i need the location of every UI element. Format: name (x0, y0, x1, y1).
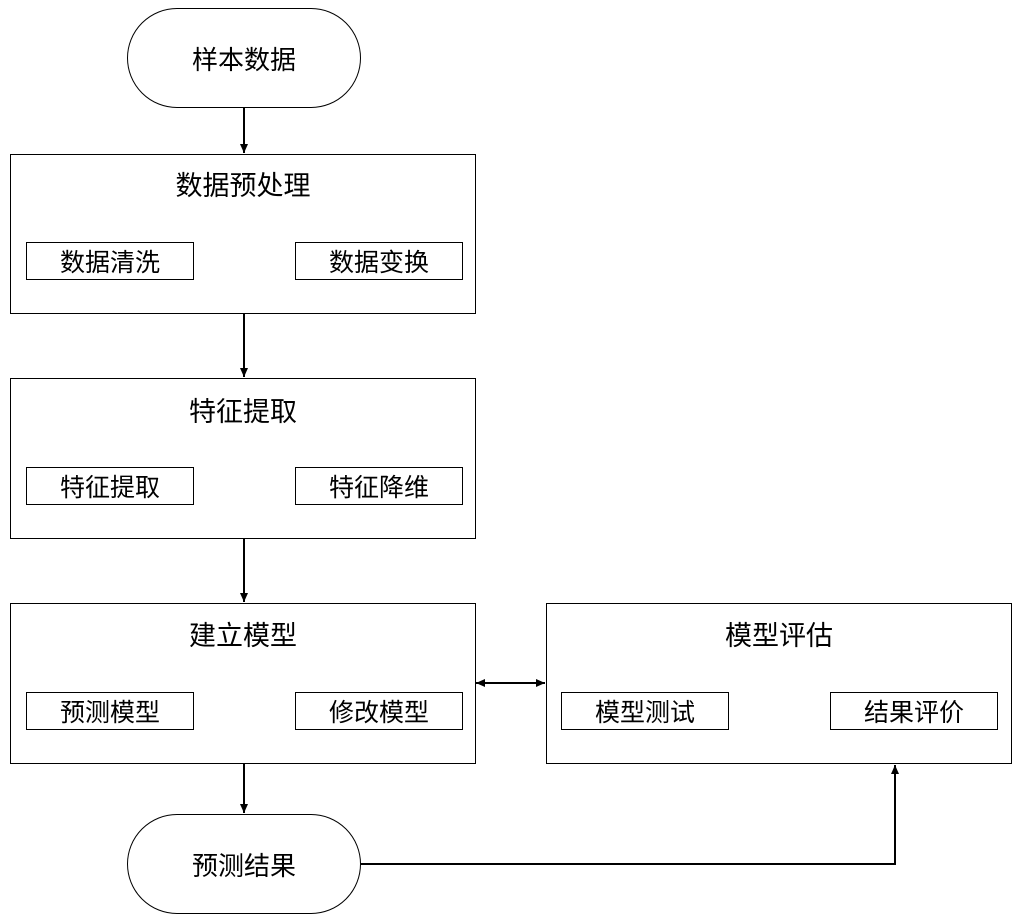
step-dimensionality-reduction: 特征降维 (295, 467, 463, 505)
arrow-end-to-evaluation (361, 765, 899, 865)
step-result-evaluation: 结果评价 (830, 692, 998, 730)
start-node-label: 样本数据 (191, 45, 296, 76)
evaluation-stage: 模型评估 模型测试 结果评价 (546, 603, 1012, 764)
step-feature-extraction: 特征提取 (26, 467, 194, 505)
preprocess-stage: 数据预处理 数据清洗 数据变换 (10, 154, 476, 314)
step-modify-model: 修改模型 (295, 692, 463, 730)
step-data-transform: 数据变换 (295, 242, 463, 280)
preprocess-stage-title: 数据预处理 (175, 171, 311, 202)
evaluation-stage-title: 模型评估 (725, 621, 833, 652)
end-node-label: 预测结果 (191, 851, 296, 882)
step-data-cleaning: 数据清洗 (26, 242, 194, 280)
features-stage: 特征提取 特征提取 特征降维 (10, 378, 476, 539)
end-node: 预测结果 (127, 814, 361, 914)
modeling-stage: 建立模型 预测模型 修改模型 (10, 603, 476, 764)
step-prediction-model: 预测模型 (26, 692, 194, 730)
step-model-testing: 模型测试 (561, 692, 729, 730)
modeling-stage-title: 建立模型 (189, 621, 297, 652)
features-stage-title: 特征提取 (189, 397, 297, 428)
start-node: 样本数据 (127, 8, 361, 108)
